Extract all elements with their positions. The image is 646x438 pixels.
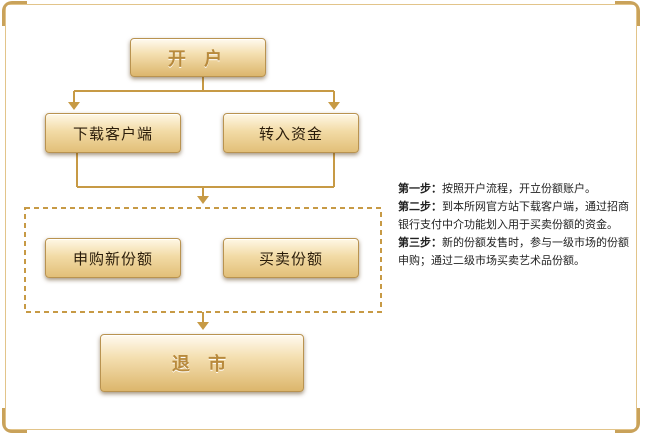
arrow-to-transfer (328, 102, 340, 110)
step-1: 第一步：按照开户流程，开立份额账户。 (398, 180, 634, 198)
arrow-to-exit (197, 322, 209, 330)
node-download-client[interactable]: 下载客户端 (45, 113, 181, 153)
arrow-to-download (68, 102, 80, 110)
node-exit[interactable]: 退 市 (100, 334, 304, 392)
trading-group-dashed-box (24, 207, 382, 313)
node-subscribe-new[interactable]: 申购新份额 (45, 238, 181, 278)
step-3-label: 第三步： (398, 236, 442, 249)
step-2-label: 第二步： (398, 200, 442, 213)
step-3: 第三步：新的份额发售时，参与一级市场的份额申购；通过二级市场买卖艺术品份额。 (398, 234, 634, 270)
step-2-text: 到本所网官方站下载客户端，通过招商银行支付中介功能划入用于买卖份额的资金。 (398, 200, 629, 231)
step-3-text: 新的份额发售时，参与一级市场的份额申购；通过二级市场买卖艺术品份额。 (398, 236, 629, 267)
node-open-account-label: 开 户 (167, 48, 229, 70)
step-2: 第二步：到本所网官方站下载客户端，通过招商银行支付中介功能划入用于买卖份额的资金… (398, 198, 634, 234)
node-transfer-funds[interactable]: 转入资金 (223, 113, 359, 153)
corner-ornament-top-left (2, 1, 27, 26)
node-transfer-funds-label: 转入资金 (258, 124, 323, 143)
node-buy-sell-label: 买卖份额 (258, 249, 323, 268)
corner-ornament-top-right (615, 1, 640, 26)
node-exit-label: 退 市 (171, 354, 233, 375)
corner-ornament-bottom-right (615, 408, 640, 433)
step-1-label: 第一步： (398, 182, 442, 195)
arrow-to-trading-group (197, 196, 209, 204)
step-1-text: 按照开户流程，开立份额账户。 (442, 182, 596, 195)
corner-ornament-bottom-left (2, 408, 27, 433)
steps-description: 第一步：按照开户流程，开立份额账户。 第二步：到本所网官方站下载客户端，通过招商… (398, 180, 634, 270)
node-download-client-label: 下载客户端 (72, 124, 153, 143)
node-subscribe-new-label: 申购新份额 (72, 249, 153, 268)
outer-frame (5, 4, 637, 430)
node-buy-sell[interactable]: 买卖份额 (223, 238, 359, 278)
node-open-account[interactable]: 开 户 (130, 38, 266, 77)
